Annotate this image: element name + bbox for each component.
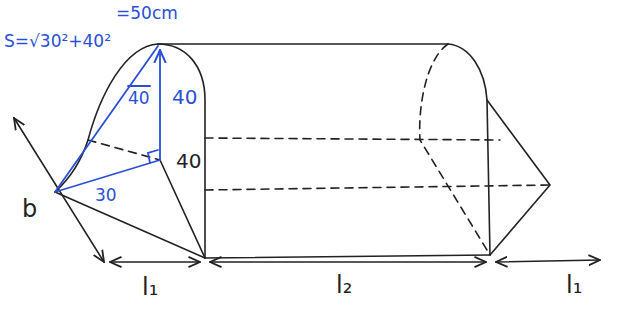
blue-construction	[55, 46, 160, 192]
formula: S=√30²+40²	[4, 32, 111, 51]
dimension-arrow	[210, 261, 486, 263]
dimension-arrow	[110, 261, 200, 263]
top-line	[158, 43, 448, 45]
bottom-line	[205, 255, 490, 258]
dimension-letter: l₁	[142, 274, 158, 300]
slant-height-line	[55, 46, 158, 192]
right-angle-mark	[148, 150, 158, 163]
front-arch	[158, 44, 205, 258]
left-face-base	[55, 192, 205, 258]
right-arch	[448, 44, 490, 255]
left-face-edge	[55, 44, 158, 192]
tent-outline	[14, 44, 600, 262]
dimension-arrow	[496, 260, 600, 262]
dimension-letter: l₂	[336, 272, 352, 298]
height-arrow	[159, 50, 161, 160]
overline	[128, 85, 150, 87]
dimension-number: 40	[176, 150, 201, 172]
result: =50cm	[116, 4, 178, 23]
dimension-letter: l₁	[566, 272, 582, 298]
hidden-lines	[88, 44, 550, 255]
dimension-number: 40	[172, 86, 197, 108]
right-face	[487, 100, 550, 255]
dimension-letter: b	[22, 196, 37, 222]
dimension-number: 30	[95, 186, 117, 205]
left-face-ridge	[160, 160, 205, 258]
dimension-number: 40	[128, 89, 150, 108]
